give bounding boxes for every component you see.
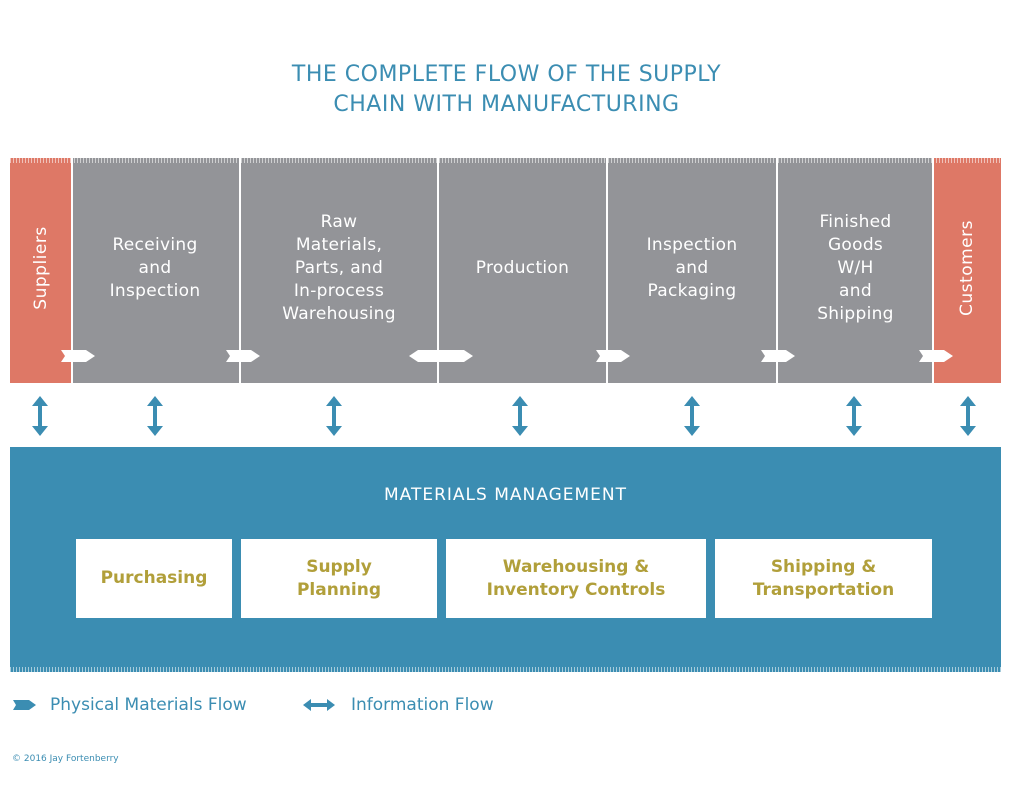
finished-goods-label: Finished Goods W/H and Shipping <box>817 211 894 324</box>
stage-customers: Customers <box>933 158 1001 383</box>
suppliers-label: Suppliers <box>30 226 51 310</box>
purchasing-box: Purchasing <box>76 539 232 618</box>
stage-inspection-packaging: Inspection and Packaging <box>608 158 776 383</box>
information-flow-legend-icon <box>303 699 335 711</box>
legend-information-label: Information Flow <box>351 695 494 715</box>
supply-chain-stages: Suppliers Receiving and Inspection Raw M… <box>10 158 1001 383</box>
legend-physical-flow: Physical Materials Flow <box>12 692 247 718</box>
physical-flow-arrow-icon <box>226 350 260 362</box>
information-flow-arrow-icon <box>684 396 700 436</box>
shipping-transportation-box: Shipping & Transportation <box>715 539 932 618</box>
production-label: Production <box>475 257 570 278</box>
physical-flow-arrow-icon <box>761 350 795 362</box>
physical-flow-arrow-icon <box>919 350 953 362</box>
materials-management-title: MATERIALS MANAGEMENT <box>384 485 627 505</box>
diagram-title: THE COMPLETE FLOW OF THE SUPPLY CHAIN WI… <box>0 60 1013 120</box>
customers-label: Customers <box>957 220 977 316</box>
information-flow-arrow-icon <box>960 396 976 436</box>
inspection-packaging-label: Inspection and Packaging <box>646 234 738 301</box>
stage-raw-materials: Raw Materials, Parts, and In-process War… <box>241 158 437 383</box>
physical-flow-arrow-icon <box>596 350 630 362</box>
copyright-notice: © 2016 Jay Fortenberry <box>12 754 119 764</box>
information-flow-arrow-icon <box>32 396 48 436</box>
information-flow-arrow-icon <box>147 396 163 436</box>
stage-receiving: Receiving and Inspection <box>71 158 239 383</box>
information-flow-arrow-icon <box>846 396 862 436</box>
stage-production: Production <box>439 158 606 383</box>
materials-management-panel: MATERIALS MANAGEMENT Purchasing Supply P… <box>10 447 1001 672</box>
title-line-2: CHAIN WITH MANUFACTURING <box>333 92 680 117</box>
stage-suppliers: Suppliers <box>10 158 71 383</box>
physical-flow-legend-icon <box>13 700 36 710</box>
raw-materials-label: Raw Materials, Parts, and In-process War… <box>282 211 396 324</box>
bidirectional-flow-arrow-icon <box>409 350 473 362</box>
legend-physical-label: Physical Materials Flow <box>50 695 247 715</box>
warehousing-inventory-box: Warehousing & Inventory Controls <box>446 539 706 618</box>
title-line-1: THE COMPLETE FLOW OF THE SUPPLY <box>291 62 722 87</box>
supply-planning-box: Supply Planning <box>241 539 437 618</box>
legend-information-flow: Information Flow <box>303 692 494 718</box>
receiving-label: Receiving and Inspection <box>109 234 201 301</box>
information-flow-arrow-icon <box>326 396 342 436</box>
stage-finished-goods: Finished Goods W/H and Shipping <box>778 158 933 383</box>
information-flow-arrow-icon <box>512 396 528 436</box>
physical-flow-arrow-icon <box>61 350 95 362</box>
